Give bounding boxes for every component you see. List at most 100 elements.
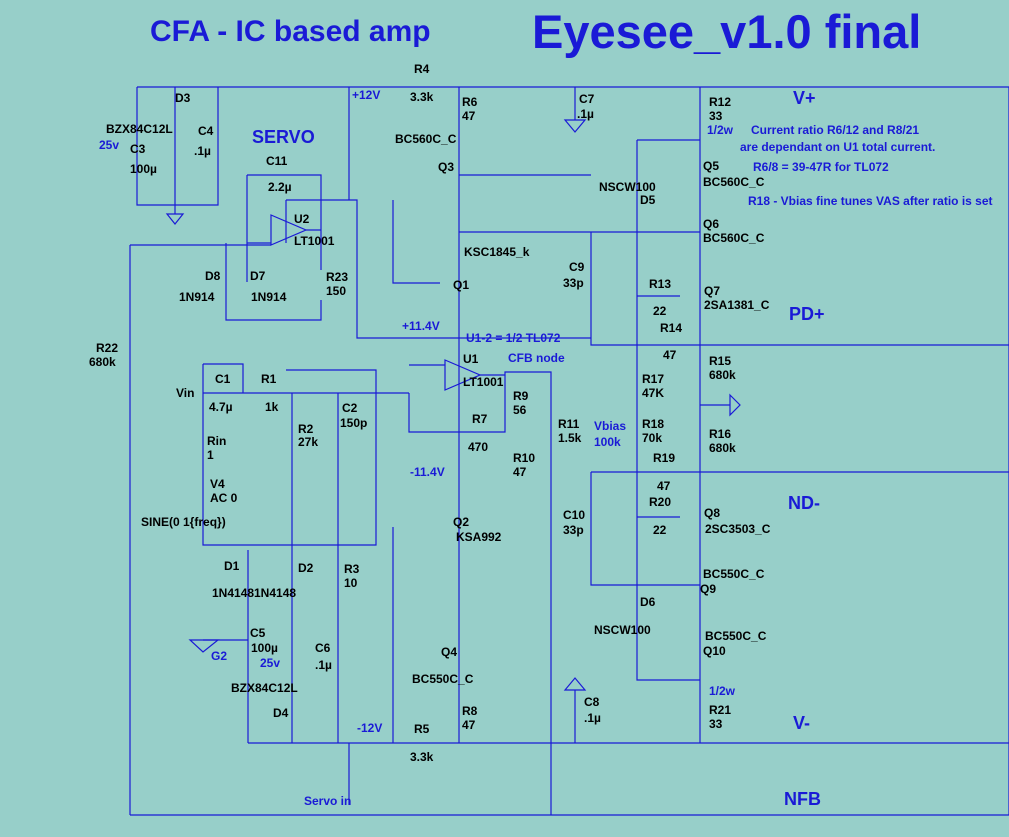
comp-ref: R14: [660, 321, 683, 335]
label-25v-top: 25v: [99, 138, 120, 152]
comp-ref: BZX84C12L: [231, 681, 298, 695]
comp-ref: R8: [462, 704, 478, 718]
comp-ref: R6: [462, 95, 478, 109]
note-4: R18 - Vbias fine tunes VAS after ratio i…: [748, 194, 993, 208]
comp-ref: C1: [215, 372, 231, 386]
comp-value: 1N914: [251, 290, 287, 304]
comp-value: 22: [653, 304, 667, 318]
comp-value: BC550C_C: [412, 672, 474, 686]
comp-ref: Q2: [453, 515, 470, 529]
comp-ref: R10: [513, 451, 536, 465]
comp-value: AC 0: [210, 491, 238, 505]
comp-ref: D4: [273, 706, 289, 720]
note-1: Current ratio R6/12 and R8/21: [751, 123, 920, 137]
comp-ref: C10: [563, 508, 586, 522]
comp-value: .1µ: [315, 658, 332, 672]
comp-value: 470: [468, 440, 489, 454]
comp-value: 47K: [642, 386, 665, 400]
comp-ref: BC560C_C: [395, 132, 457, 146]
comp-ref: R11: [558, 417, 580, 431]
comp-ref: C4: [198, 124, 214, 138]
comp-ref: R13: [649, 277, 672, 291]
comp-value: .1µ: [584, 711, 601, 725]
comp-ref: D7: [250, 269, 266, 283]
label-m12: -12V: [357, 721, 383, 735]
comp-value: 150: [326, 284, 347, 298]
comp-ref: R5: [414, 722, 430, 736]
comp-value: 47: [663, 348, 677, 362]
comp-value: 33p: [563, 276, 584, 290]
comp-ref: D1: [224, 559, 240, 573]
label-halfw-top: 1/2w: [707, 123, 734, 137]
label-servo-in: Servo in: [304, 794, 352, 808]
comp-ref: R1: [261, 372, 277, 386]
comp-ref: C3: [130, 142, 146, 156]
header-vminus: V-: [793, 713, 811, 733]
label-p11: +11.4V: [402, 319, 440, 333]
label-vbias: Vbias: [594, 419, 627, 433]
comp-ref: V4: [210, 477, 225, 491]
comp-ref: C11: [266, 154, 288, 168]
label-halfw-bot: 1/2w: [709, 684, 736, 698]
u1-triangle: [444, 359, 482, 391]
comp-ref: C5: [250, 626, 266, 640]
header-ndminus: ND-: [788, 493, 820, 513]
comp-value: BC550C_C: [703, 567, 765, 581]
comp-value: NSCW100: [594, 623, 651, 637]
comp-value: BC550C_C: [705, 629, 767, 643]
comp-ref: KSC1845_k: [464, 245, 530, 259]
comp-value: 27k: [298, 435, 319, 449]
comp-ref: C8: [584, 695, 600, 709]
comp-ref: R16: [709, 427, 732, 441]
comp-ref: Q5: [703, 159, 720, 173]
comp-value: 56: [513, 403, 527, 417]
comp-ref: R7: [472, 412, 488, 426]
label-m11: -11.4V: [410, 465, 445, 479]
rail-plus-left: [137, 86, 350, 200]
label-25v-bot: 25v: [260, 656, 281, 670]
comp-value: 10: [344, 576, 358, 590]
comp-value: 22: [653, 523, 667, 537]
comp-value: 70k: [642, 431, 663, 445]
comp-ref: Rin: [207, 434, 227, 448]
comp-value: 1k: [265, 400, 279, 414]
servo-diodes: [225, 230, 322, 321]
comp-value: 33: [709, 717, 723, 731]
comp-ref: Q1: [453, 278, 470, 292]
comp-ref: R9: [513, 389, 529, 403]
top-left-block: [136, 87, 219, 214]
comp-ref: D3: [175, 91, 191, 105]
label-g2: G2: [211, 649, 228, 663]
comp-ref: D8: [205, 269, 221, 283]
comp-value: 33: [709, 109, 723, 123]
comp-ref: Q10: [703, 644, 726, 658]
ground-top: [165, 213, 185, 225]
comp-value: KSA992: [456, 530, 502, 544]
comp-ref: R15: [709, 354, 732, 368]
comp-value: 33p: [563, 523, 584, 537]
comp-ref: R20: [649, 495, 672, 509]
comp-value: .1µ: [194, 144, 211, 158]
comp-value: 2SC3503_C: [705, 522, 771, 536]
label-p12: +12V: [352, 88, 381, 102]
comp-value: 1N4148: [212, 586, 255, 600]
comp-ref: D6: [640, 595, 656, 609]
header-servo: SERVO: [252, 127, 315, 147]
label-vbias-val: 100k: [594, 435, 621, 449]
comp-ref: R3: [344, 562, 360, 576]
comp-value: 47: [657, 479, 671, 493]
note-2: are dependant on U1 total current.: [740, 140, 936, 154]
label-vin: Vin: [176, 386, 195, 400]
comp-ref: R4: [414, 62, 430, 76]
comp-ref: R21: [709, 703, 732, 717]
comp-ref: R23: [326, 270, 349, 284]
comp-value: 47: [462, 109, 476, 123]
comp-ref: Q9: [700, 582, 717, 596]
comp-value: 680k: [89, 355, 116, 369]
comp-value: 3.3k: [410, 90, 434, 104]
comp-ref: R22: [96, 341, 119, 355]
servo-wires: [246, 174, 591, 339]
comp-ref: BZX84C12L: [106, 122, 173, 136]
